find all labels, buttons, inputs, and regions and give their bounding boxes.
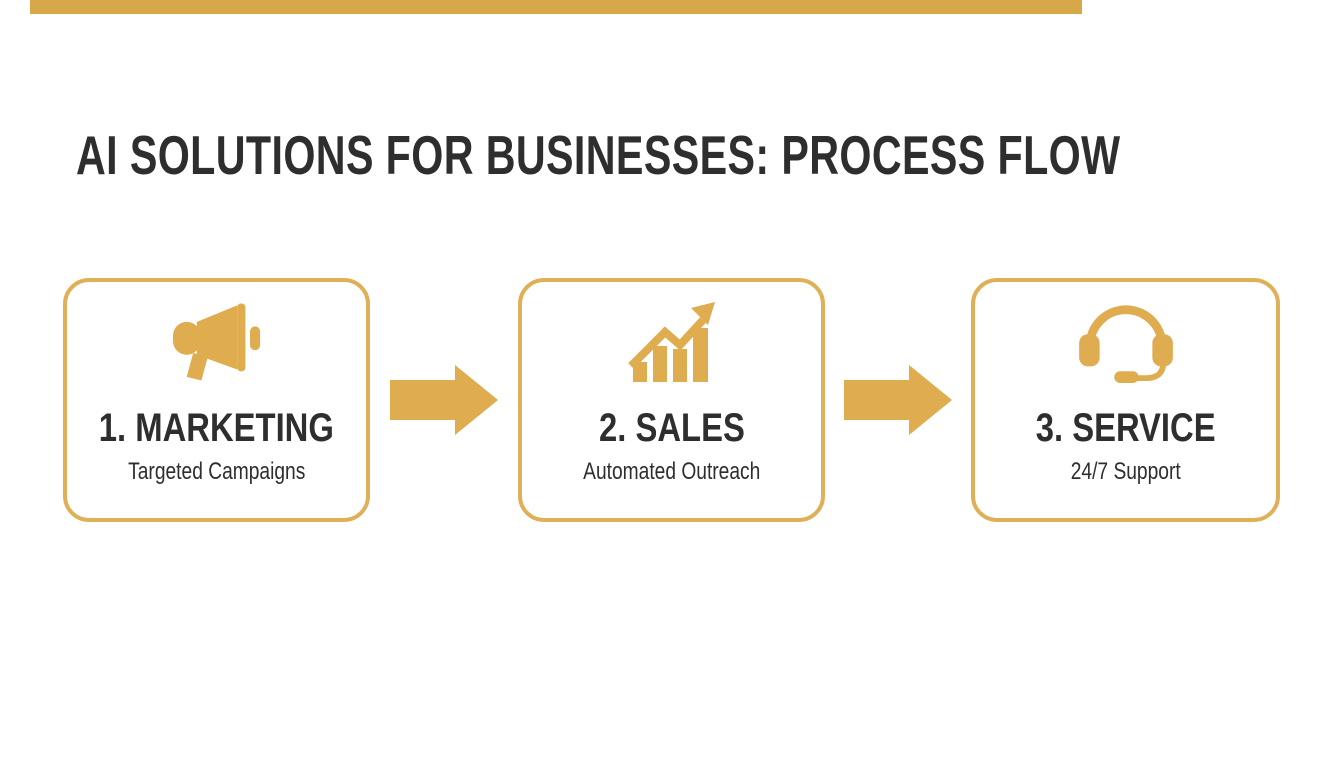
step-sublabel: Automated Outreach [582, 458, 761, 485]
top-accent-bar [30, 0, 1082, 14]
headset-icon [1078, 302, 1173, 383]
right-arrow-icon [844, 365, 952, 435]
step-label: 3. SERVICE [1035, 406, 1216, 450]
step-card-marketing: 1. MARKETING Targeted Campaigns [63, 278, 370, 522]
step-sublabel: 24/7 Support [1070, 458, 1181, 485]
right-arrow-icon [390, 365, 498, 435]
step-card-sales: 2. SALES Automated Outreach [518, 278, 825, 522]
step-label: 2. SALES [598, 406, 745, 450]
megaphone-icon [172, 302, 261, 382]
step-card-service: 3. SERVICE 24/7 Support [971, 278, 1280, 522]
step-sublabel: Targeted Campaigns [127, 458, 306, 485]
step-label: 1. MARKETING [98, 406, 335, 450]
page-title: AI SOLUTIONS FOR BUSINESSES: PROCESS FLO… [76, 128, 1344, 183]
page-title-text: AI SOLUTIONS FOR BUSINESSES: PROCESS FLO… [76, 124, 1121, 186]
growth-chart-icon [627, 302, 716, 382]
